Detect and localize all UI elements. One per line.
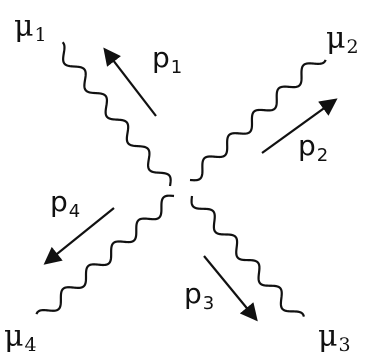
momentum-label-4: p4 [50,185,81,222]
field-label-4: μ4 [4,319,37,356]
propagator-leg-1 [61,41,172,187]
momentum-arrow-3 [203,255,258,322]
momentum-arrow-4 [43,207,115,265]
momentum-label-3: p3 [184,277,215,314]
propagator-leg-3 [190,195,305,317]
field-label-3: μ3 [318,319,351,356]
propagator-leg-4 [35,194,175,315]
momentum-label-2: p2 [298,129,329,166]
field-label-2: μ2 [326,21,359,58]
propagator-leg-2 [189,59,327,182]
field-label-1: μ1 [14,9,47,46]
momentum-label-1: p1 [152,41,183,78]
momentum-arrow-2 [261,98,338,154]
momentum-arrow-1 [103,47,157,117]
